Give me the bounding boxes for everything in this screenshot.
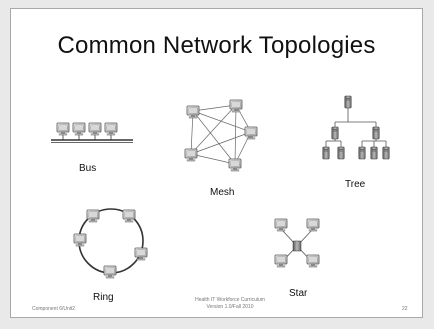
topology-diagrams [51,95,390,279]
tree-label: Tree [345,179,366,190]
bus-label: Bus [79,163,97,174]
ring-node-3 [134,247,148,261]
ring-node-5 [73,233,87,247]
mesh-label: Mesh [210,187,235,198]
star-node-3 [274,254,288,268]
ring-node-4 [103,265,117,279]
slide-title: Common Network Topologies [57,32,376,59]
tree-root-node [344,95,352,109]
tree-branch-node [372,126,380,140]
star-node-4 [306,254,320,268]
mesh-node-2 [229,99,243,113]
tree-branch-node [331,126,339,140]
footer-center-line2: Version 1.0/Fall 2010 [206,304,254,310]
tree-leaf-node [337,146,345,160]
tree-leaf-node [322,146,330,160]
star-node-1 [274,218,288,232]
footer-left: Component 6/Unit2 [32,306,76,312]
footer-center: Health IT Workforce Curriculum Version 1… [160,297,300,311]
page-number: 22 [402,306,408,312]
tree-leaf-node [382,146,390,160]
ring-node-2 [122,209,136,223]
mesh-node-3 [244,126,258,140]
star-node-2 [306,218,320,232]
ring-label: Ring [93,292,114,303]
star-label: Star [289,288,308,299]
mesh-node-5 [184,148,198,162]
mesh-node-4 [228,158,242,172]
bus-topology [51,122,133,143]
mesh-topology [190,104,252,165]
star-hub [292,240,302,252]
ring-node-1 [86,209,100,223]
tree-leaf-node [370,146,378,160]
tree-leaf-node [358,146,366,160]
slide: Common Network Topologies [10,8,423,318]
footer-center-line1: Health IT Workforce Curriculum [195,297,265,303]
